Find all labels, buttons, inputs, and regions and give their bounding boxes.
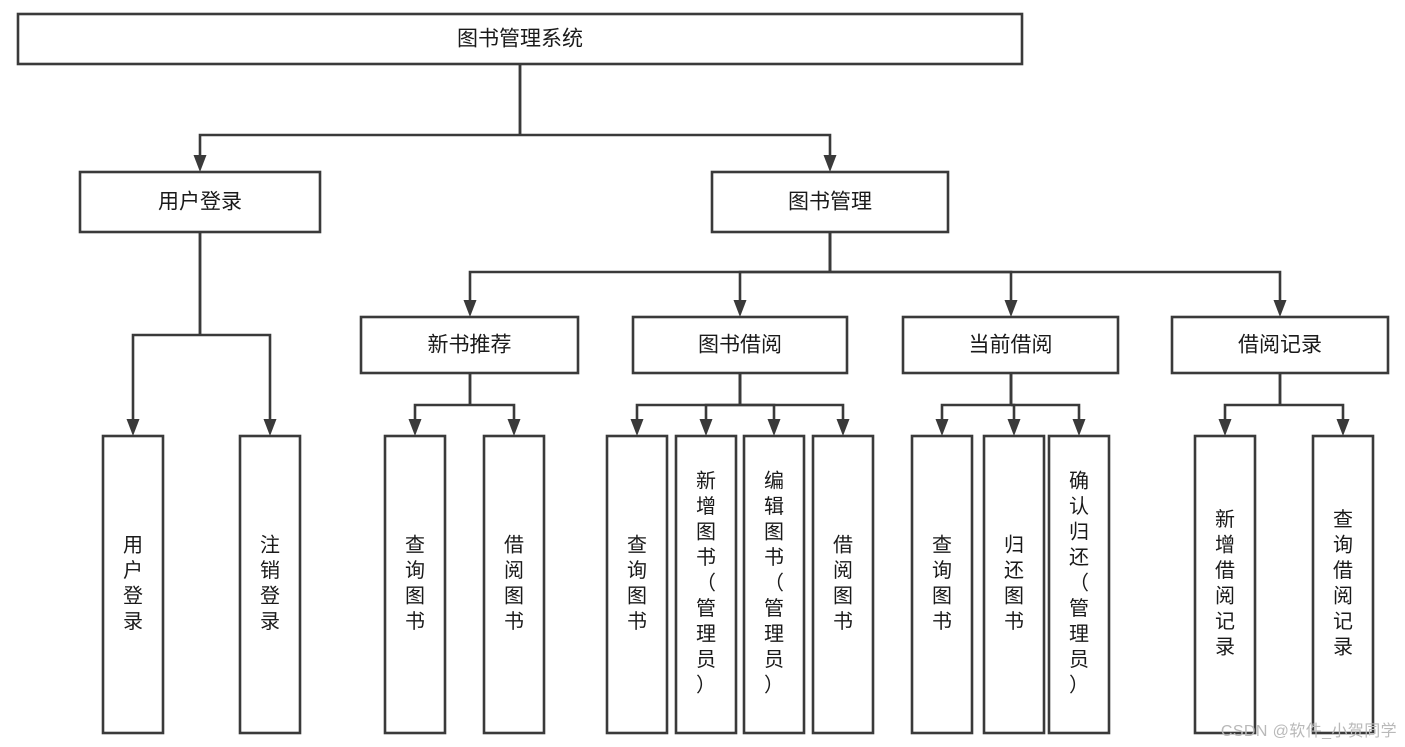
- node-leaf-query-book-2[interactable]: 查询图书: [605, 434, 669, 735]
- node-label: 用户登录: [123, 535, 143, 634]
- node-leaf-edit-book[interactable]: 编辑图书（管理员）: [742, 434, 806, 735]
- arrow-head-icon: [1273, 300, 1287, 317]
- node-leaf-query-book-1[interactable]: 查询图书: [383, 434, 447, 735]
- node-root[interactable]: 图书管理系统: [16, 12, 1024, 66]
- connector: [408, 373, 472, 436]
- node-label: 当前借阅: [969, 334, 1053, 357]
- arrow-head-icon: [507, 419, 521, 436]
- connector: [198, 232, 277, 436]
- node-box[interactable]: [1193, 434, 1257, 735]
- connector: [1278, 373, 1350, 436]
- node-label: 查询图书: [932, 534, 952, 634]
- connector: [828, 232, 1018, 317]
- node-box[interactable]: [1311, 434, 1375, 735]
- node-new-book-rec[interactable]: 新书推荐: [359, 315, 580, 375]
- node-book-borrow[interactable]: 图书借阅: [631, 315, 849, 375]
- watermark-text: CSDN @软件_小贺同学: [1220, 723, 1397, 740]
- node-label: 确认归还（管理员）: [1069, 470, 1089, 697]
- node-user-login[interactable]: 用户登录: [78, 170, 322, 234]
- connector: [468, 373, 521, 436]
- arrow-head-icon: [767, 419, 781, 436]
- connector: [1009, 373, 1086, 436]
- node-leaf-borrow-book-1[interactable]: 借阅图书: [482, 434, 546, 735]
- connector: [738, 373, 850, 436]
- node-box[interactable]: [78, 170, 322, 234]
- arrow-head-icon: [463, 300, 477, 317]
- arrow-head-icon: [630, 419, 644, 436]
- node-leaf-add-record[interactable]: 新增借阅记录: [1193, 434, 1257, 735]
- node-box[interactable]: [982, 434, 1046, 735]
- node-leaf-user-login[interactable]: 用户登录: [101, 434, 165, 735]
- arrow-head-icon: [126, 419, 140, 436]
- node-label: 用户登录: [158, 191, 242, 214]
- node-box[interactable]: [383, 434, 447, 735]
- arrow-head-icon: [1004, 300, 1018, 317]
- node-box[interactable]: [101, 434, 165, 735]
- node-box[interactable]: [631, 315, 849, 375]
- node-leaf-add-book[interactable]: 新增图书（管理员）: [674, 434, 738, 735]
- connector: [463, 232, 832, 317]
- node-label: 图书管理系统: [457, 28, 583, 51]
- node-box[interactable]: [16, 12, 1024, 66]
- node-label: 新增借阅记录: [1215, 508, 1235, 659]
- node-borrow-record[interactable]: 借阅记录: [1170, 315, 1390, 375]
- node-leaf-logout[interactable]: 注销登录: [238, 434, 302, 735]
- connector: [518, 64, 837, 172]
- node-label: 借阅图书: [833, 534, 853, 634]
- node-label: 图书管理: [788, 191, 872, 214]
- node-box[interactable]: [1047, 434, 1111, 735]
- connector-layer: [126, 64, 1350, 436]
- node-box[interactable]: [910, 434, 974, 735]
- node-box[interactable]: [674, 434, 738, 735]
- node-label: 注销登录: [260, 534, 280, 634]
- node-current-borrow[interactable]: 当前借阅: [901, 315, 1120, 375]
- arrow-head-icon: [408, 419, 422, 436]
- connector: [699, 373, 742, 436]
- arrow-head-icon: [935, 419, 949, 436]
- node-label: 查询借阅记录: [1333, 508, 1353, 659]
- node-label: 新书推荐: [428, 334, 512, 357]
- node-box[interactable]: [605, 434, 669, 735]
- node-book-manage[interactable]: 图书管理: [710, 170, 950, 234]
- node-box[interactable]: [742, 434, 806, 735]
- node-label: 查询图书: [627, 534, 647, 634]
- arrow-head-icon: [263, 419, 277, 436]
- arrow-head-icon: [823, 155, 837, 172]
- node-label: 查询图书: [405, 534, 425, 634]
- node-label: 图书借阅: [698, 334, 782, 357]
- arrow-head-icon: [1218, 419, 1232, 436]
- arrow-head-icon: [699, 419, 713, 436]
- node-box[interactable]: [482, 434, 546, 735]
- node-box[interactable]: [710, 170, 950, 234]
- node-box[interactable]: [901, 315, 1120, 375]
- node-label: 借阅记录: [1238, 334, 1322, 357]
- connector: [935, 373, 1013, 436]
- connector: [828, 232, 1287, 317]
- node-leaf-query-record[interactable]: 查询借阅记录: [1311, 434, 1375, 735]
- node-layer: 图书管理系统用户登录图书管理新书推荐图书借阅当前借阅借阅记录用户登录注销登录查询…: [16, 12, 1390, 735]
- node-label: 新增图书（管理员）: [696, 470, 716, 697]
- node-label: 归还图书: [1004, 534, 1024, 634]
- node-leaf-borrow-book-2[interactable]: 借阅图书: [811, 434, 875, 735]
- node-box[interactable]: [359, 315, 580, 375]
- arrow-head-icon: [836, 419, 850, 436]
- connector: [1218, 373, 1282, 436]
- node-leaf-return-book[interactable]: 归还图书: [982, 434, 1046, 735]
- arrow-head-icon: [1336, 419, 1350, 436]
- arrow-head-icon: [733, 300, 747, 317]
- arrow-head-icon: [1072, 419, 1086, 436]
- node-label: 借阅图书: [504, 534, 524, 634]
- node-leaf-confirm-return[interactable]: 确认归还（管理员）: [1047, 434, 1111, 735]
- node-box[interactable]: [811, 434, 875, 735]
- node-box[interactable]: [1170, 315, 1390, 375]
- connector: [733, 232, 832, 317]
- arrow-head-icon: [193, 155, 207, 172]
- arrow-head-icon: [1007, 419, 1021, 436]
- node-label: 编辑图书（管理员）: [764, 470, 784, 697]
- node-box[interactable]: [238, 434, 302, 735]
- connector: [126, 232, 202, 436]
- node-leaf-query-book-3[interactable]: 查询图书: [910, 434, 974, 735]
- connector: [193, 64, 522, 172]
